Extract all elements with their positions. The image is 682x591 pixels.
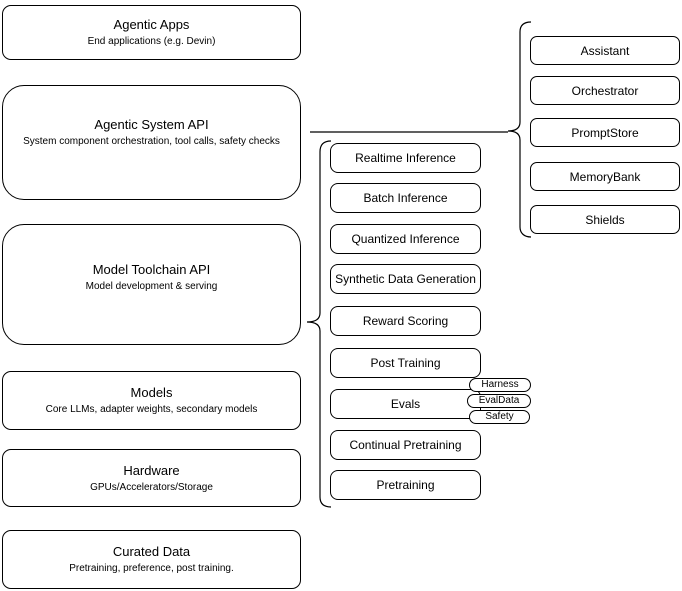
node-orchestrator: Orchestrator bbox=[530, 76, 680, 105]
tag-label: Harness bbox=[481, 379, 519, 390]
node-label: Evals bbox=[390, 397, 421, 411]
node-synthetic-data-generation: Synthetic Data Generation bbox=[330, 264, 481, 294]
node-title: Agentic System API bbox=[94, 117, 209, 132]
node-label: Reward Scoring bbox=[362, 314, 449, 328]
node-eval-tag-harness: Harness bbox=[469, 378, 531, 392]
node-title: Model Toolchain API bbox=[92, 262, 211, 277]
node-model-toolchain-api: Model Toolchain API Model development & … bbox=[2, 224, 301, 345]
node-quantized-inference: Quantized Inference bbox=[330, 224, 481, 254]
node-hardware: Hardware GPUs/Accelerators/Storage bbox=[2, 449, 301, 507]
node-title: Hardware bbox=[123, 462, 180, 478]
toolchain-brace bbox=[306, 140, 332, 508]
node-subtitle: Model development & serving bbox=[85, 281, 218, 292]
node-assistant: Assistant bbox=[530, 36, 680, 65]
node-batch-inference: Batch Inference bbox=[330, 183, 481, 213]
node-post-training: Post Training bbox=[330, 348, 481, 378]
node-label: Synthetic Data Generation bbox=[335, 272, 476, 286]
node-reward-scoring: Reward Scoring bbox=[330, 306, 481, 336]
node-label: Realtime Inference bbox=[355, 151, 456, 165]
node-subtitle: GPUs/Accelerators/Storage bbox=[90, 481, 213, 493]
node-realtime-inference: Realtime Inference bbox=[330, 143, 481, 173]
node-curated-data: Curated Data Pretraining, preference, po… bbox=[2, 530, 301, 589]
node-title: Agentic Apps bbox=[113, 17, 190, 32]
node-label: Continual Pretraining bbox=[349, 438, 462, 452]
node-shields: Shields bbox=[530, 205, 680, 234]
node-evals: Evals bbox=[330, 389, 481, 419]
node-agentic-system-api: Agentic System API System component orch… bbox=[2, 85, 301, 200]
node-label: MemoryBank bbox=[569, 169, 641, 184]
node-subtitle: Core LLMs, adapter weights, secondary mo… bbox=[45, 404, 258, 415]
node-title: Curated Data bbox=[112, 544, 191, 559]
node-title: Models bbox=[130, 385, 173, 400]
tag-label: Safety bbox=[485, 411, 514, 422]
node-label: Quantized Inference bbox=[351, 232, 460, 246]
node-models: Models Core LLMs, adapter weights, secon… bbox=[2, 371, 301, 430]
node-label: Batch Inference bbox=[363, 191, 448, 205]
node-pretraining: Pretraining bbox=[330, 470, 481, 500]
node-label: Shields bbox=[585, 212, 625, 227]
tag-label: EvalData bbox=[478, 395, 520, 406]
node-subtitle: End applications (e.g. Devin) bbox=[87, 36, 216, 47]
node-subtitle: System component orchestration, tool cal… bbox=[23, 136, 280, 147]
node-label: Post Training bbox=[370, 356, 441, 370]
node-label: Orchestrator bbox=[571, 83, 639, 98]
node-label: Pretraining bbox=[376, 478, 435, 492]
node-label: PromptStore bbox=[571, 125, 639, 140]
node-subtitle: Pretraining, preference, post training. bbox=[69, 563, 234, 574]
node-agentic-apps: Agentic Apps End applications (e.g. Devi… bbox=[2, 5, 301, 60]
node-memorybank: MemoryBank bbox=[530, 162, 680, 191]
node-label: Assistant bbox=[580, 43, 630, 58]
node-eval-tag-evaldata: EvalData bbox=[467, 394, 531, 408]
node-promptstore: PromptStore bbox=[530, 118, 680, 147]
system-components-brace bbox=[507, 21, 532, 238]
node-continual-pretraining: Continual Pretraining bbox=[330, 430, 481, 460]
node-eval-tag-safety: Safety bbox=[469, 410, 530, 424]
